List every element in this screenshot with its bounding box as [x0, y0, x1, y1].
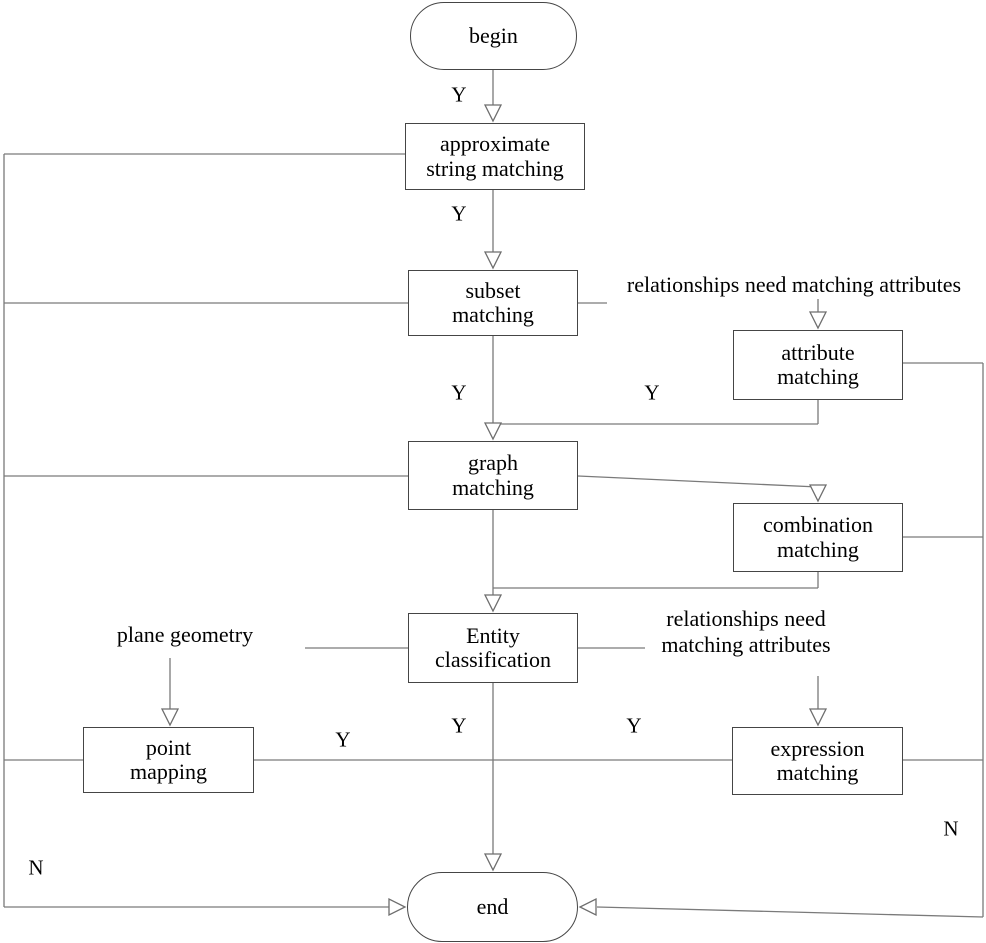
- node-subset-matching: subset matching: [408, 270, 578, 336]
- arrowhead-into-expression: [808, 708, 828, 727]
- arrowhead-into-end-left: [388, 897, 407, 917]
- node-entity-classification: Entity classification: [408, 613, 578, 683]
- node-attribute-matching: attribute matching: [733, 330, 903, 400]
- connector-graph-combination: [577, 475, 819, 488]
- right-rail-to-end: [596, 906, 984, 918]
- node-approximate-string-matching: approximate string matching: [405, 123, 585, 190]
- arrowhead-into-combination: [808, 484, 828, 503]
- edge-label-y-asm: Y: [451, 201, 467, 226]
- arrowhead-into-end-right: [578, 897, 597, 917]
- edge-label-y-begin: Y: [451, 82, 467, 107]
- edge-label-n-left: N: [28, 855, 44, 880]
- annotation-plane-geometry: plane geometry: [116, 622, 254, 647]
- arrowhead-into-end-top: [483, 853, 503, 872]
- edge-label-y-point-mapping: Y: [335, 727, 351, 752]
- annotation-relationships-mid: relationships need matching attributes: [661, 606, 831, 658]
- arrowhead-into-graph: [483, 422, 503, 441]
- node-end: end: [407, 872, 578, 942]
- arrowhead-into-entity: [483, 594, 503, 613]
- edge-label-y-entity: Y: [451, 713, 467, 738]
- edge-label-y-subset: Y: [451, 380, 467, 405]
- edge-label-y-expression: Y: [626, 713, 642, 738]
- arrowhead-into-asm: [483, 104, 503, 123]
- node-graph-matching: graph matching: [408, 441, 578, 510]
- node-point-mapping: point mapping: [83, 727, 254, 793]
- arrowhead-into-subset: [483, 251, 503, 270]
- arrowhead-into-attribute: [808, 311, 828, 330]
- node-combination-matching: combination matching: [733, 503, 903, 572]
- edge-label-n-right: N: [943, 816, 959, 841]
- edge-label-y-attribute: Y: [644, 380, 660, 405]
- node-expression-matching: expression matching: [732, 727, 903, 795]
- node-begin: begin: [410, 2, 577, 70]
- annotation-relationships-top: relationships need matching attributes: [626, 272, 962, 297]
- arrowhead-into-point-mapping: [160, 708, 180, 727]
